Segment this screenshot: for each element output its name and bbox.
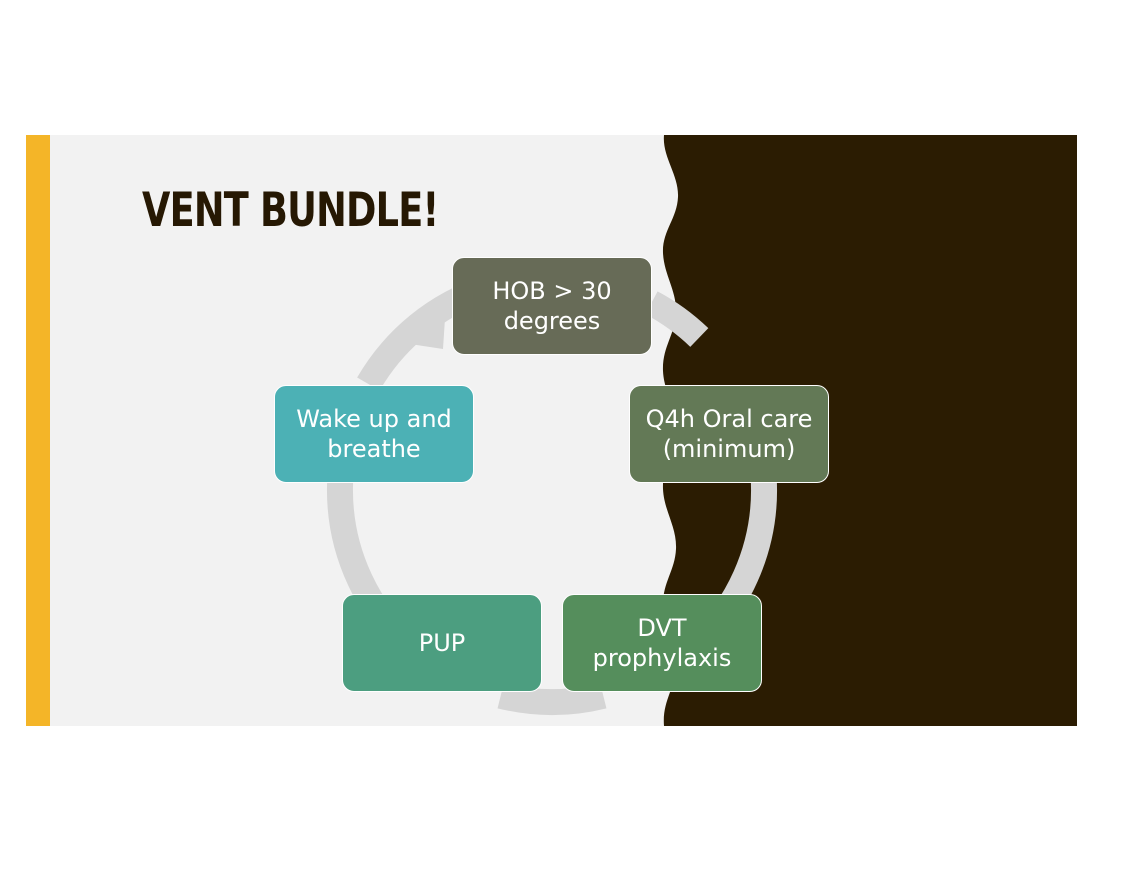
slide-title: VENT BUNDLE!	[142, 183, 439, 238]
node-text: PUP	[419, 628, 466, 658]
cycle-arc-segment	[645, 291, 709, 348]
node-line: (minimum)	[662, 435, 796, 463]
cycle-node-pup: PUP	[342, 594, 542, 692]
node-line: DVT	[637, 614, 687, 642]
accent-bar	[26, 135, 50, 726]
node-line: degrees	[503, 307, 601, 335]
cycle-arc-segment	[497, 683, 607, 715]
node-line: HOB > 30	[492, 277, 612, 305]
cycle-arrowhead	[410, 303, 446, 349]
dark-wavy-panel	[662, 135, 1077, 726]
cycle-node-dvt: DVT prophylaxis	[562, 594, 762, 692]
cycle-arrow	[327, 276, 777, 715]
cycle-node-hob: HOB > 30 degrees	[452, 257, 652, 355]
node-line: breathe	[327, 435, 421, 463]
node-line: PUP	[418, 629, 466, 657]
slide: VENT BUNDLE! HOB > 30 degrees Q4h Oral c…	[26, 135, 1077, 726]
node-text: HOB > 30 degrees	[492, 276, 611, 336]
node-text: Q4h Oral care (minimum)	[646, 404, 813, 464]
cycle-node-oral-care: Q4h Oral care (minimum)	[629, 385, 829, 483]
cycle-node-wake-up: Wake up and breathe	[274, 385, 474, 483]
node-text: DVT prophylaxis	[593, 613, 732, 673]
node-text: Wake up and breathe	[296, 404, 452, 464]
node-line: Q4h Oral care	[645, 405, 813, 433]
node-line: Wake up and	[296, 405, 452, 433]
node-line: prophylaxis	[592, 644, 732, 672]
